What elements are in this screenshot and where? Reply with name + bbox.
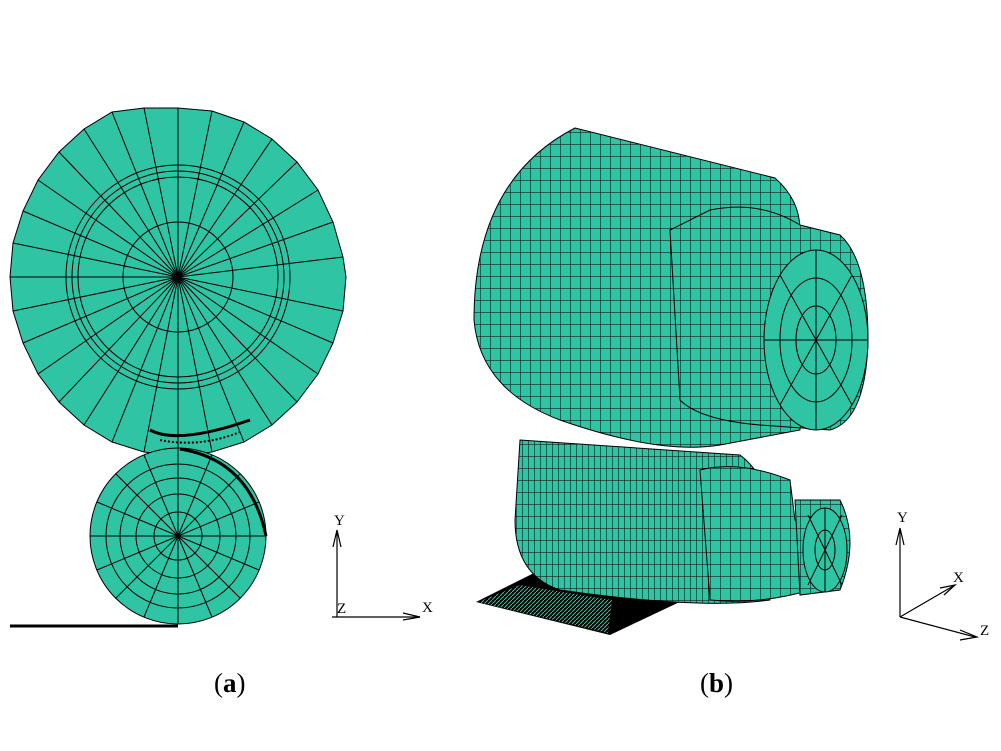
upper-roll-mesh-3d: [473, 127, 869, 448]
roll-mesh-3d-view: Y X Z: [473, 127, 989, 641]
lower-roll-mesh-3d: [514, 439, 851, 604]
axis-label-z-b: Z: [980, 623, 989, 639]
upper-roll-mesh: [9, 107, 347, 457]
axis-label-x-b: X: [953, 570, 964, 586]
axis-label-y-b: Y: [897, 510, 908, 526]
caption-b: (b): [700, 668, 734, 698]
caption-a: (a): [214, 668, 246, 698]
roll-mesh-2d-view: Y Z X: [9, 107, 433, 628]
lower-roll-mesh: [89, 447, 268, 625]
caption-a-letter: a: [223, 668, 237, 698]
axis-triad-b: [895, 527, 980, 641]
panel-b-isometric-view: Y X Z (b): [470, 0, 1001, 751]
axis-label-x-a: X: [422, 600, 433, 616]
axis-triad-a: [332, 529, 421, 621]
axis-label-z-a: Z: [337, 601, 346, 617]
panel-a-front-view: Y Z X (a): [0, 0, 480, 751]
strip-mesh: [478, 585, 612, 633]
caption-b-letter: b: [709, 668, 725, 698]
axis-label-y-a: Y: [334, 513, 345, 529]
